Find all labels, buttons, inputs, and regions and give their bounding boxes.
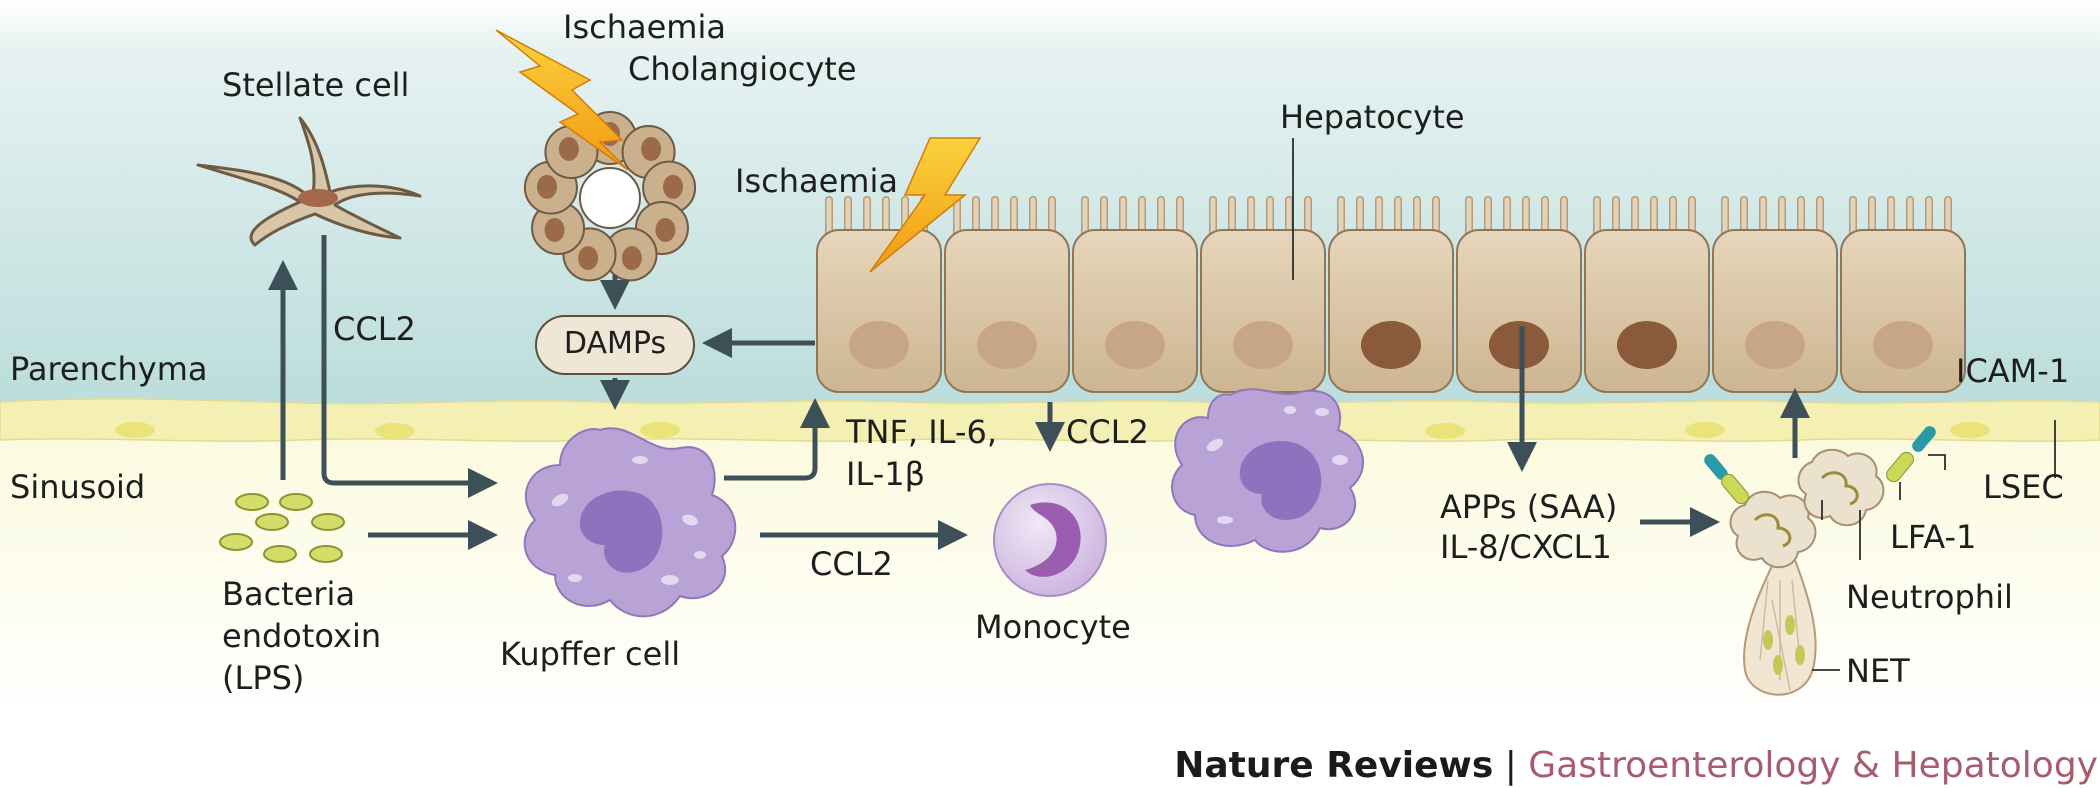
label-net: NET — [1846, 652, 1910, 690]
label-apps-line1: APPs (SAA) — [1440, 488, 1617, 526]
label-damps: DAMPs — [564, 326, 666, 361]
neutrophil-cell-2 — [1797, 448, 1885, 526]
label-parenchyma: Parenchyma — [10, 350, 207, 388]
label-tnf-line1: TNF, IL-6, — [845, 413, 997, 451]
hepatocyte-cell — [1584, 196, 1710, 393]
leader-lines — [1292, 138, 2056, 671]
label-neutrophil: Neutrophil — [1846, 578, 2013, 616]
label-hepatocyte: Hepatocyte — [1280, 98, 1465, 136]
label-lsec: LSEC — [1983, 468, 2064, 506]
hepatocyte-nucleus — [849, 321, 909, 369]
hepatocyte-nucleus — [1745, 321, 1805, 369]
label-ccl2-kupffer: CCL2 — [810, 545, 893, 583]
kupffer-cell — [523, 427, 737, 618]
hepatocyte-cell — [1840, 196, 1966, 393]
damps-node — [535, 315, 695, 375]
cholangiocyte-nucleus — [558, 136, 579, 161]
label-lfa1: LFA-1 — [1890, 518, 1976, 556]
cholangiocyte-nucleus — [663, 174, 684, 199]
label-ccl2-stellate: CCL2 — [333, 310, 416, 348]
label-kupffer-cell: Kupffer cell — [500, 635, 680, 673]
hepatocyte-nucleus — [1873, 321, 1933, 369]
journal-name: Gastroenterology & Hepatology — [1528, 745, 2098, 786]
hepatocyte-nucleus — [1361, 321, 1421, 369]
bacteria-cluster — [219, 493, 345, 563]
cholangiocyte-nucleus — [578, 246, 599, 271]
hepatocyte-nucleus — [1489, 321, 1549, 369]
label-monocyte: Monocyte — [975, 608, 1131, 646]
label-cholangiocyte: Cholangiocyte — [628, 50, 857, 88]
hepatocyte-cell — [1712, 196, 1838, 393]
label-bacteria-line1: Bacteria — [222, 575, 355, 613]
lightning-bolt-top — [495, 29, 629, 171]
label-ccl2-hepatocyte: CCL2 — [1066, 413, 1149, 451]
stellate-cell — [196, 116, 422, 247]
arrows — [268, 235, 1810, 550]
cholangiocyte-nucleus — [641, 136, 662, 161]
monocyte-cell — [993, 483, 1107, 597]
hepatocyte-cell — [816, 196, 942, 393]
lfa1-icam1-pair-right — [1886, 426, 1936, 483]
journal-credit: Nature Reviews | Gastroenterology & Hepa… — [1174, 744, 2098, 788]
label-stellate-cell: Stellate cell — [222, 66, 409, 104]
credit-separator: | — [1493, 745, 1529, 786]
label-icam1: ICAM-1 — [1956, 352, 2069, 390]
cholangiocyte-nucleus — [655, 218, 676, 242]
hepatocyte-cell — [1456, 196, 1582, 393]
cholangiocyte-nucleus — [536, 174, 557, 199]
cholangiocyte-ring — [523, 111, 697, 282]
journal-brand: Nature Reviews — [1174, 745, 1494, 786]
label-bacteria-line2: endotoxin — [222, 617, 381, 655]
label-tnf-line2: IL-1β — [846, 455, 925, 493]
label-ischaemia-top: Ischaemia — [563, 8, 726, 46]
hepatocyte-cell — [1328, 196, 1454, 393]
label-bacteria-line3: (LPS) — [222, 659, 304, 697]
neutrophil-cell-1 — [1729, 490, 1817, 568]
lightning-bolt-mid — [869, 137, 982, 273]
label-apps-line2: IL-8/CXCL1 — [1440, 528, 1612, 566]
hepatocyte-nucleus — [1617, 321, 1677, 369]
hepatocyte-cell — [1072, 196, 1198, 393]
hepatocyte-nucleus — [1233, 321, 1293, 369]
label-ischaemia-mid: Ischaemia — [735, 162, 898, 200]
hepatocyte-cell — [944, 196, 1070, 393]
label-sinusoid: Sinusoid — [10, 468, 145, 506]
lfa1-icam1-pair-left — [1704, 454, 1749, 505]
hepatocyte-row — [816, 196, 1966, 393]
hepatocyte-nucleus — [977, 321, 1037, 369]
kupffer-cell-2 — [1171, 388, 1365, 553]
net-structure — [1743, 559, 1817, 696]
cholangiocyte-nucleus — [544, 218, 565, 242]
arrow-stellate-ccl2-to-kupffer — [321, 235, 498, 498]
cholangiocyte-nucleus — [621, 246, 642, 271]
bile-duct-lumen — [579, 167, 641, 229]
hepatocyte-nucleus — [1105, 321, 1165, 369]
arrow-kupffer-to-hepatocyte — [724, 398, 830, 481]
hepatocyte-cell — [1200, 196, 1326, 393]
